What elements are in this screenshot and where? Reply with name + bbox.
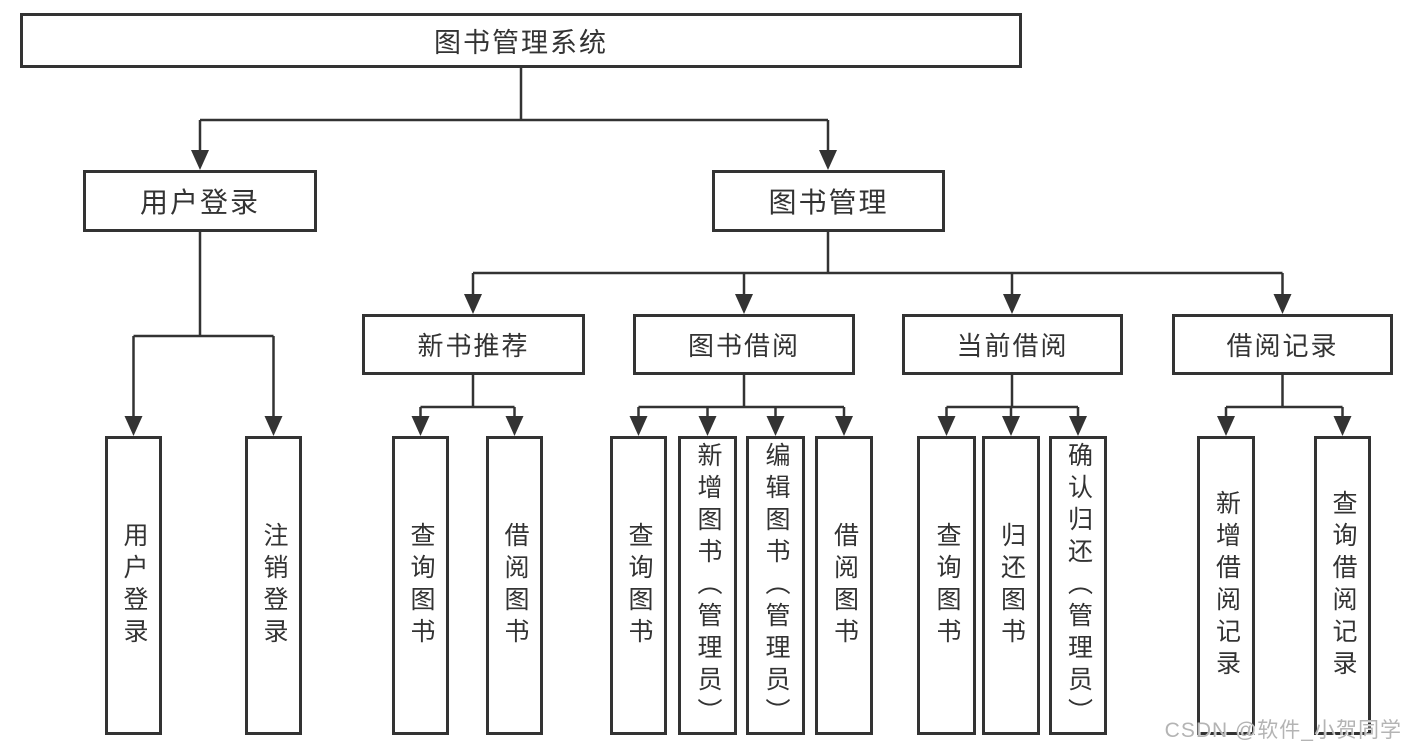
leaf-logout: 注销登录 <box>245 436 302 735</box>
leaf-query-borrow-record: 查询借阅记录 <box>1314 436 1371 735</box>
node-new-book-recommend: 新书推荐 <box>362 314 585 375</box>
leaf-query-borrow-record-label: 查询借阅记录 <box>1329 489 1357 682</box>
leaf-edit-book-admin-label: 编辑图书（管理员） <box>762 441 790 730</box>
leaf-return-book: 归还图书 <box>982 436 1040 735</box>
leaf-query-books-current: 查询图书 <box>917 436 976 735</box>
leaf-query-books-recommend: 查询图书 <box>392 436 449 735</box>
leaf-user-login-label: 用户登录 <box>120 521 148 650</box>
leaf-borrow-books-recommend-label: 借阅图书 <box>501 521 529 650</box>
leaf-query-books-borrow-label: 查询图书 <box>625 521 653 650</box>
leaf-borrow-books-recommend: 借阅图书 <box>486 436 543 735</box>
leaf-query-books-current-label: 查询图书 <box>933 521 961 650</box>
leaf-add-book-admin: 新增图书（管理员） <box>678 436 737 735</box>
leaf-add-borrow-record-label: 新增借阅记录 <box>1212 489 1241 682</box>
node-root-library-management-system: 图书管理系统 <box>20 13 1022 68</box>
leaf-borrow-books-borrow-label: 借阅图书 <box>830 521 859 650</box>
leaf-return-book-label: 归还图书 <box>997 521 1026 650</box>
node-book-borrow: 图书借阅 <box>633 314 855 375</box>
node-borrow-records: 借阅记录 <box>1172 314 1393 375</box>
leaf-query-books-recommend-label: 查询图书 <box>407 521 435 650</box>
leaf-edit-book-admin: 编辑图书（管理员） <box>746 436 805 735</box>
leaf-confirm-return-admin: 确认归还（管理员） <box>1049 436 1107 735</box>
leaf-add-borrow-record: 新增借阅记录 <box>1197 436 1255 735</box>
leaf-query-books-borrow: 查询图书 <box>610 436 667 735</box>
leaf-add-book-admin-label: 新增图书（管理员） <box>694 441 722 730</box>
leaf-logout-label: 注销登录 <box>260 521 288 650</box>
leaf-confirm-return-admin-label: 确认归还（管理员） <box>1064 441 1093 730</box>
node-book-management: 图书管理 <box>712 170 945 232</box>
leaf-user-login: 用户登录 <box>105 436 162 735</box>
node-current-borrow: 当前借阅 <box>902 314 1123 375</box>
csdn-watermark: CSDN @软件_小贺同学 <box>1164 719 1402 742</box>
leaf-borrow-books-borrow: 借阅图书 <box>815 436 873 735</box>
node-user-login: 用户登录 <box>83 170 317 232</box>
